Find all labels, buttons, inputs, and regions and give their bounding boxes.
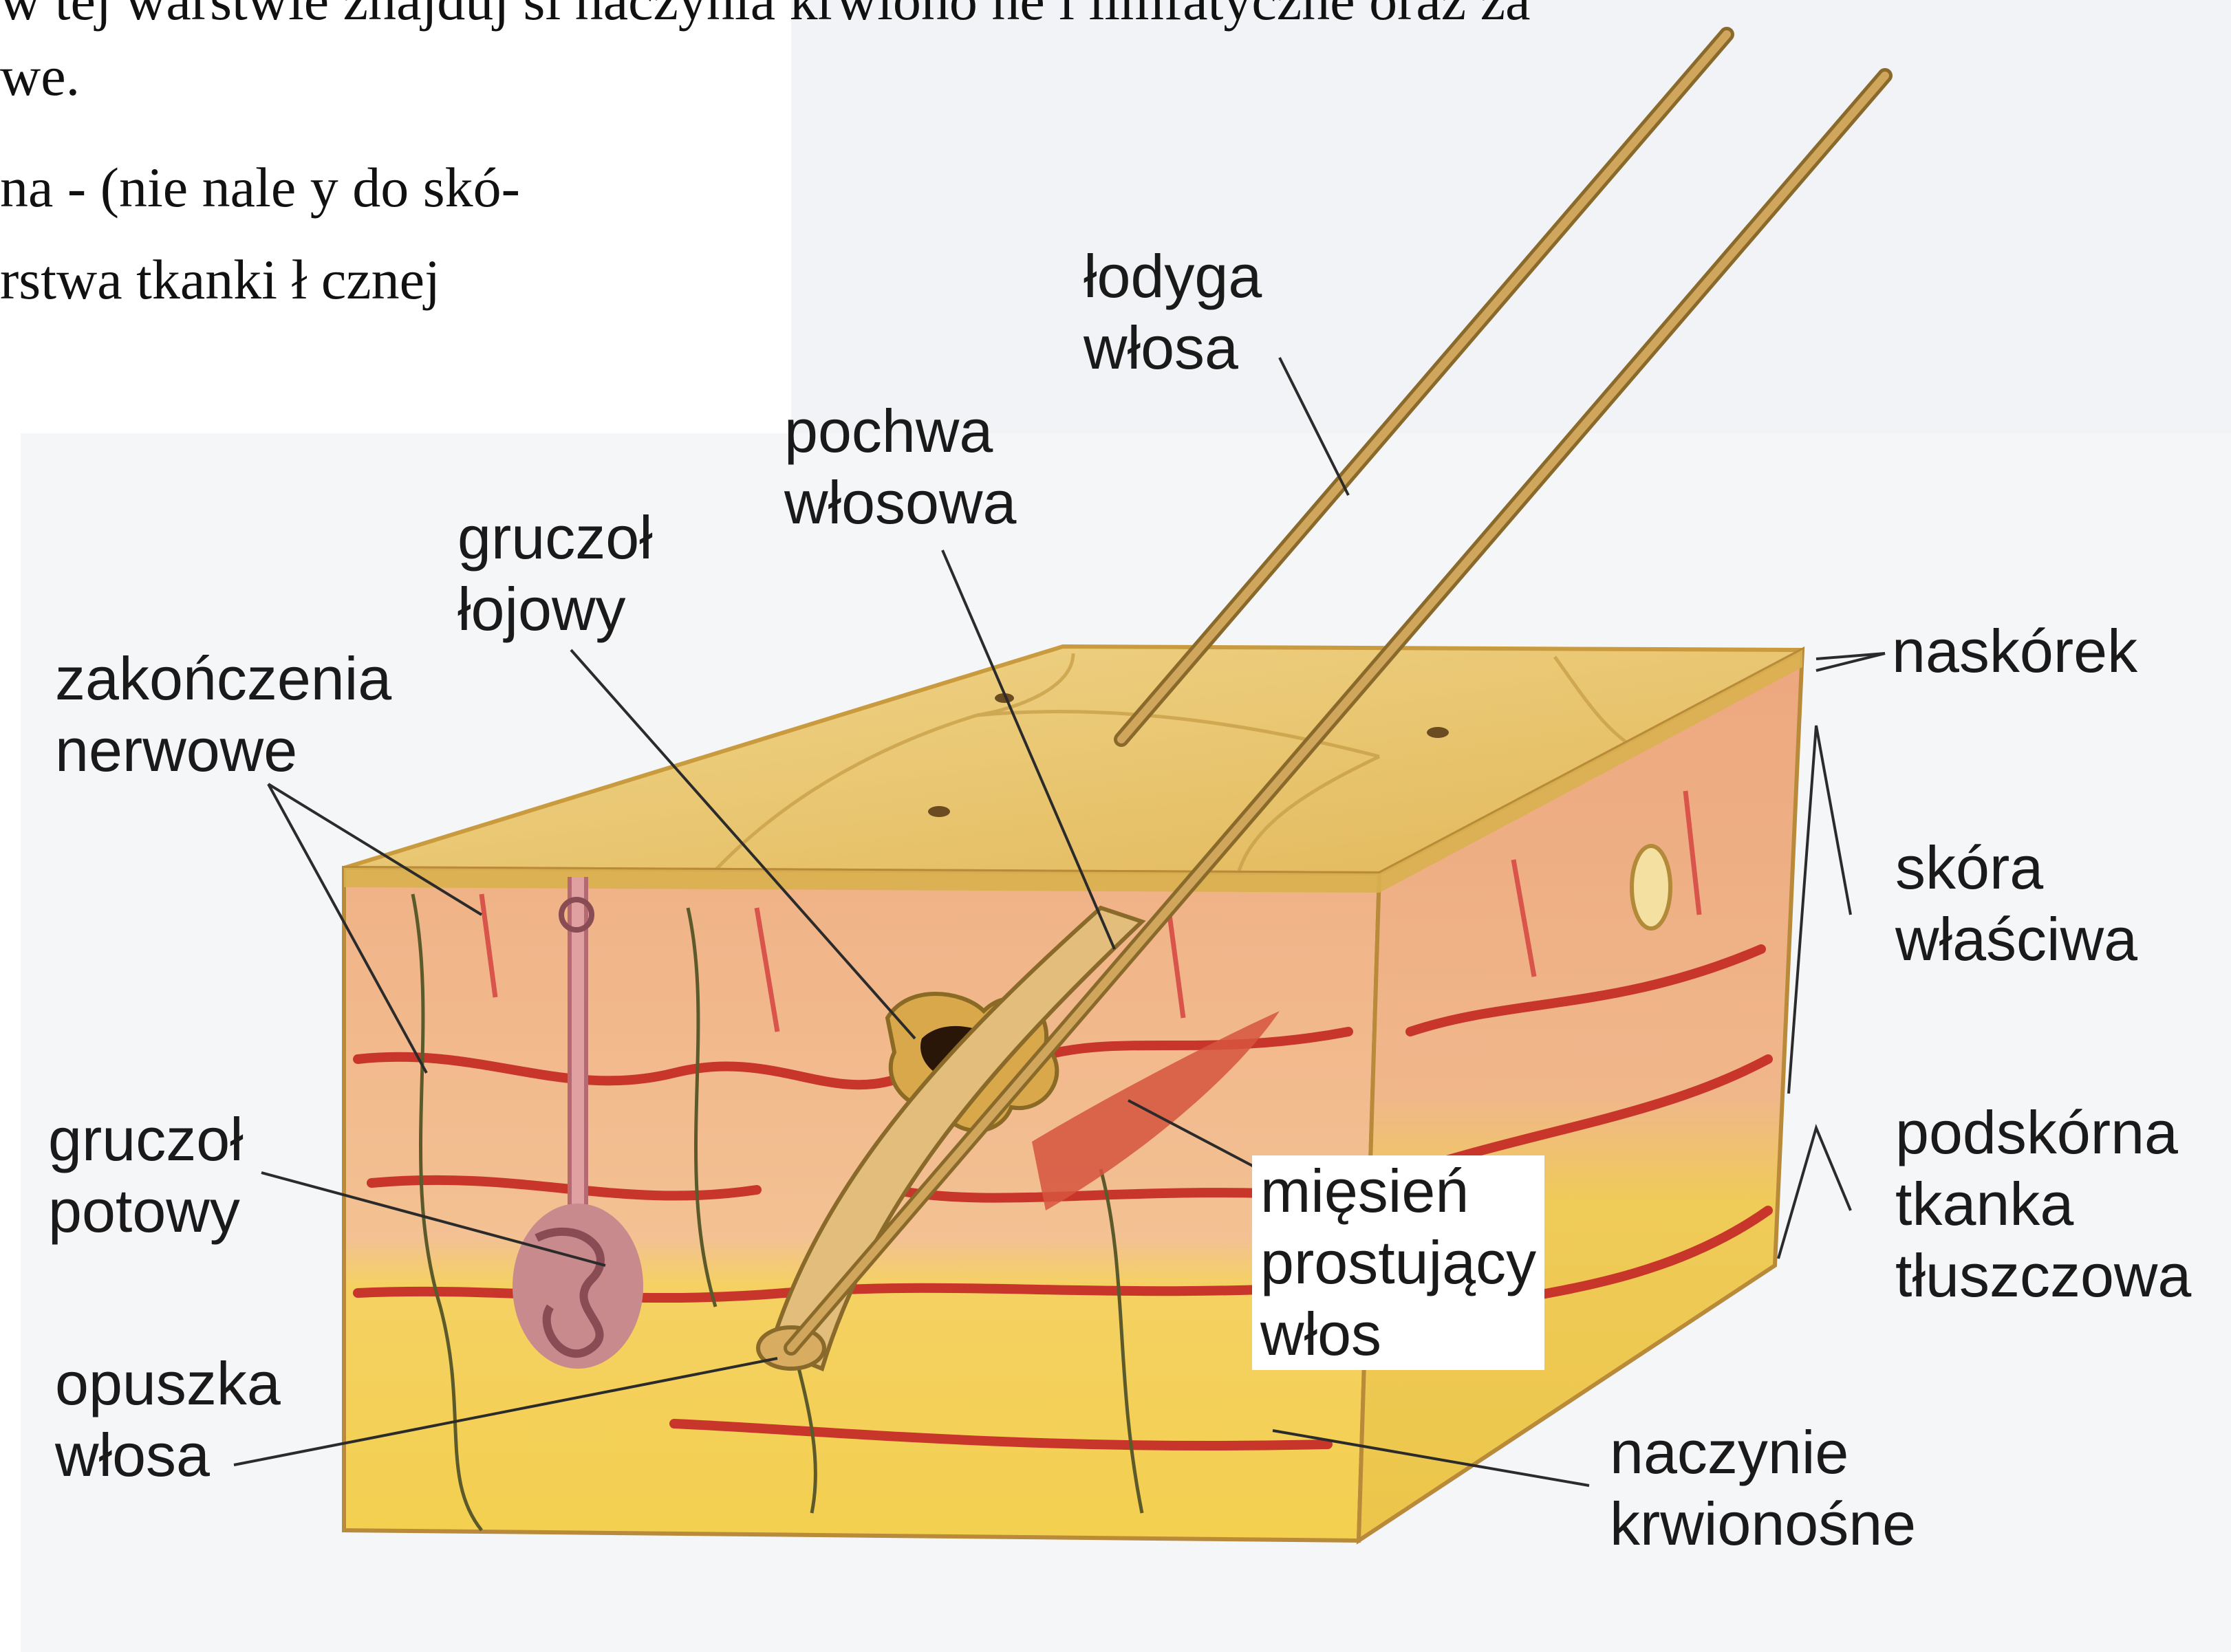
skin-pore <box>1427 727 1449 738</box>
skin-pore <box>928 806 950 817</box>
side-follicle <box>1632 846 1670 928</box>
label-epidermis: naskórek <box>1892 616 2137 687</box>
hair-shaft-left-inner <box>1121 34 1727 739</box>
